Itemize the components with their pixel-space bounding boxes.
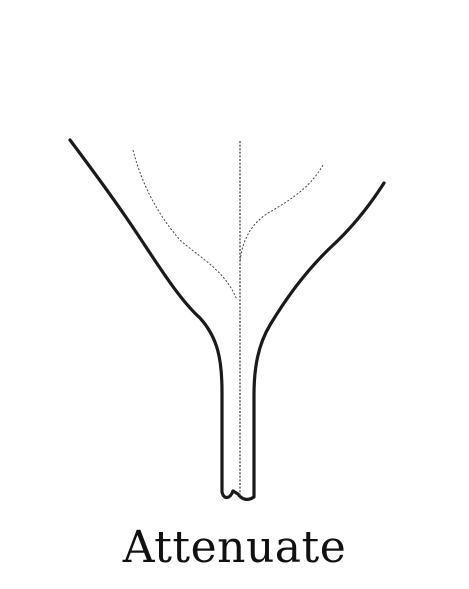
vein-left bbox=[132, 149, 238, 301]
vein-right bbox=[239, 164, 324, 263]
leaf-margin-right bbox=[231, 181, 386, 501]
leaf-margin-left bbox=[68, 138, 235, 500]
figure-caption: Attenuate bbox=[122, 522, 347, 573]
